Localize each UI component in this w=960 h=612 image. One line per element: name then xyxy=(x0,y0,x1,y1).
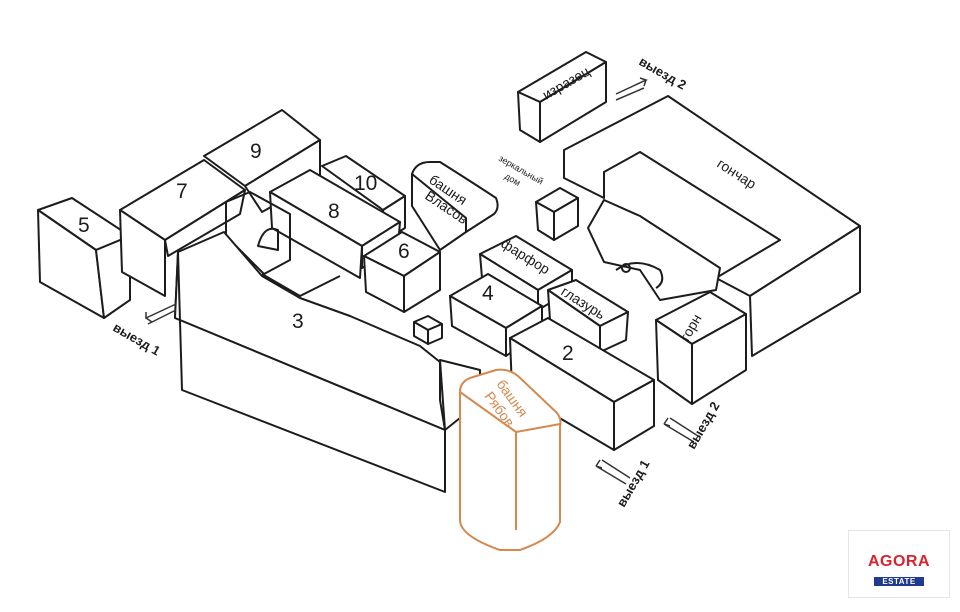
building-3[interactable]: 3 xyxy=(174,231,481,493)
exit-2-top-label: выезд 2 xyxy=(637,54,689,93)
building-5[interactable]: 5 xyxy=(37,197,131,319)
building-9[interactable]: 9 xyxy=(203,109,321,213)
tower-vlasov[interactable]: башня Власов xyxy=(411,161,499,251)
building-10-label: 10 xyxy=(354,172,377,195)
building-4-label: 4 xyxy=(482,282,494,305)
exit-2-right: выезд 2 xyxy=(663,399,723,452)
exit-1-left: выезд 1 xyxy=(111,303,177,359)
exit-1-bottom: выезд 1 xyxy=(595,457,653,510)
exit-1-left-label: выезд 1 xyxy=(111,320,163,359)
exit-2-top: выезд 2 xyxy=(615,54,689,101)
tower-ryabov[interactable]: башня Рябов xyxy=(459,368,562,551)
exit-arrow-icon xyxy=(145,303,177,325)
logo-subtitle: ESTATE xyxy=(874,577,924,586)
building-7-label: 7 xyxy=(176,180,188,203)
building-glazur[interactable]: глазурь xyxy=(547,279,629,353)
building-2-label: 2 xyxy=(562,342,574,365)
building-gonchar[interactable]: гончар xyxy=(563,95,861,357)
courtyard-cube xyxy=(413,315,443,345)
agora-estate-logo: AGORA ESTATE xyxy=(848,530,950,598)
building-8-label: 8 xyxy=(328,200,340,223)
exit-arrow-icon xyxy=(595,459,631,485)
building-2[interactable]: 2 xyxy=(509,317,655,451)
building-9-label: 9 xyxy=(250,140,262,163)
building-izrazets[interactable]: изразец xyxy=(517,51,607,143)
building-5-label: 5 xyxy=(78,214,90,237)
exit-2-right-label: выезд 2 xyxy=(684,399,723,451)
building-6-label: 6 xyxy=(398,240,410,263)
building-6[interactable]: 6 xyxy=(363,231,441,313)
building-gorn[interactable]: горн xyxy=(655,291,747,405)
building-3-label: 3 xyxy=(292,310,304,333)
zerkalny-dom-label-1: зеркальный xyxy=(497,153,545,186)
logo-title: AGORA xyxy=(867,553,931,570)
exit-arrow-icon xyxy=(615,77,649,101)
exit-arrow-icon xyxy=(663,417,699,443)
building-4[interactable]: 4 xyxy=(449,273,543,357)
exit-1-bottom-label: выезд 1 xyxy=(614,457,653,509)
